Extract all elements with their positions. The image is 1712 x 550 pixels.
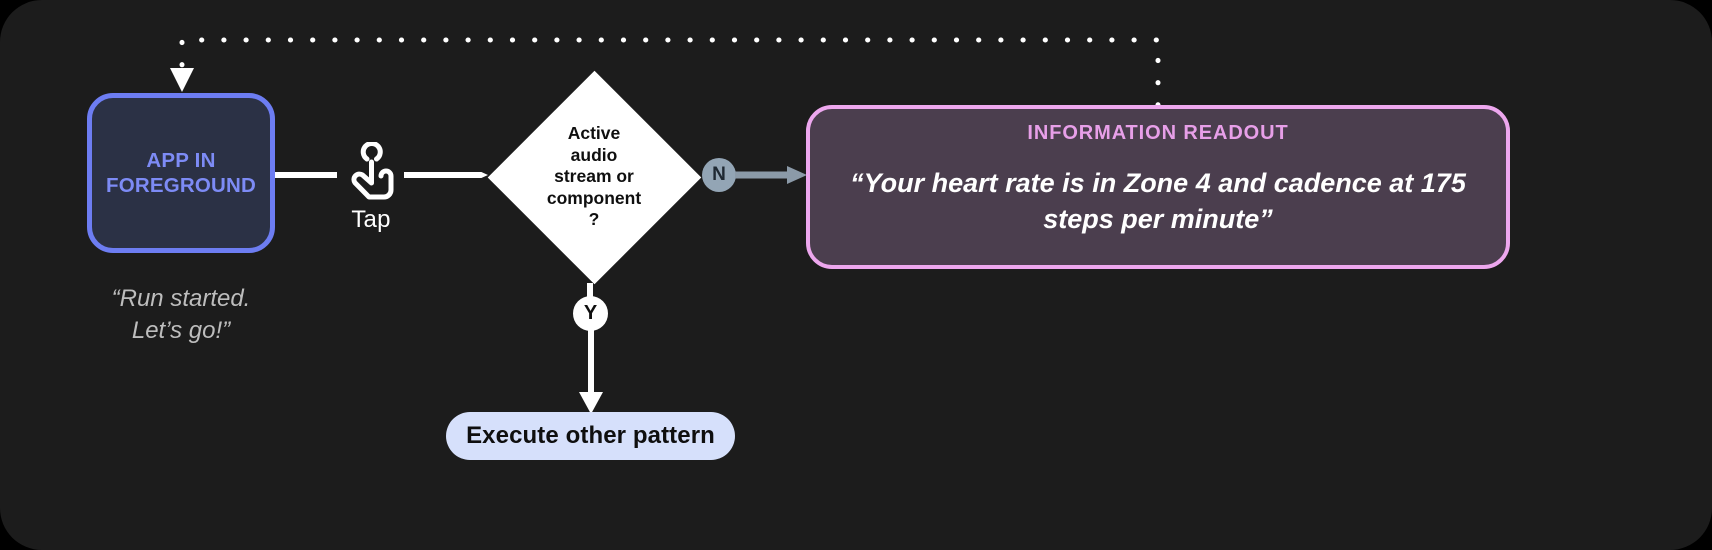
edge-tap-to-decision [404, 172, 488, 178]
branch-badge-no-label: N [712, 164, 726, 185]
node-app-in-foreground[interactable]: APP IN FOREGROUND [87, 93, 275, 253]
edge-yes-to-pattern [579, 330, 603, 414]
gesture-tap[interactable]: Tap [336, 142, 406, 242]
branch-badge-yes: Y [573, 296, 608, 331]
panel-information-readout[interactable]: INFORMATION READOUT “Your heart rate is … [806, 105, 1510, 269]
gesture-tap-label: Tap [351, 206, 391, 233]
edge-decision-to-yes [587, 283, 593, 297]
edge-no-to-readout [735, 166, 807, 184]
node-decision-label: Active audio stream or component ? [546, 123, 642, 230]
panel-readout-body: “Your heart rate is in Zone 4 and cadenc… [850, 168, 1466, 235]
node-execute-other-pattern[interactable]: Execute other pattern [446, 412, 735, 460]
node-app-label: APP IN FOREGROUND [105, 149, 257, 197]
node-execute-other-pattern-label: Execute other pattern [466, 422, 715, 449]
tap-gesture-icon [351, 142, 394, 200]
branch-badge-no: N [702, 158, 736, 192]
node-decision[interactable]: Active audio stream or component ? [487, 70, 701, 284]
node-app-caption: “Run started. Let’s go!” [111, 285, 251, 344]
panel-readout-title: INFORMATION READOUT [1027, 122, 1289, 144]
branch-badge-yes-label: Y [583, 302, 598, 324]
edge-app-to-tap [275, 172, 337, 178]
